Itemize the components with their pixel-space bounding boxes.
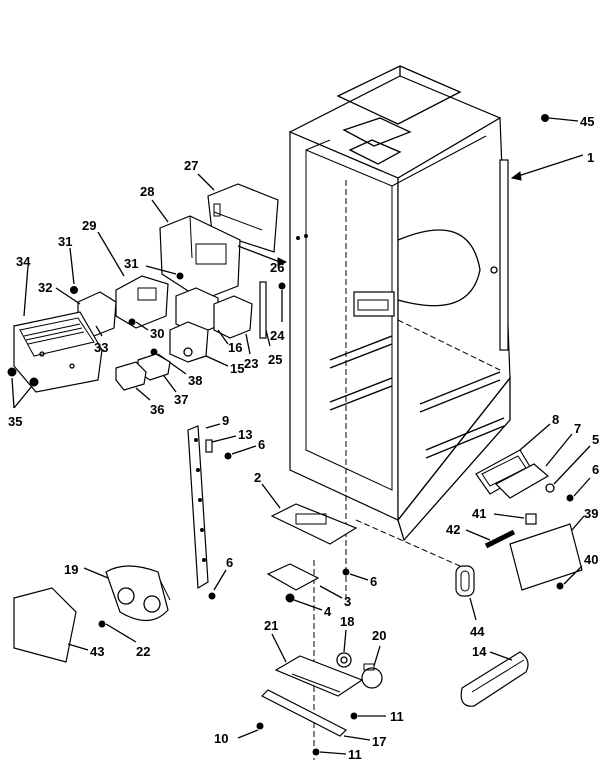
callout-34: 34 [16, 254, 31, 269]
bulb-20 [361, 663, 383, 689]
callout-36: 36 [150, 402, 164, 417]
screw-6c-icon [342, 568, 350, 576]
screw-40-icon [556, 582, 564, 590]
clip-4-icon [285, 593, 295, 603]
screw-24-icon [278, 282, 286, 290]
screw-10-icon [256, 722, 264, 730]
screw-35b-icon [29, 377, 39, 387]
callout-7: 7 [574, 421, 581, 436]
callout-6a: 6 [258, 437, 265, 452]
rod-42 [484, 529, 516, 549]
callout-5: 5 [592, 432, 599, 447]
callout-19: 19 [64, 562, 78, 577]
screw-6b-icon [566, 494, 574, 502]
screw-11a-icon [350, 712, 358, 720]
bracket-2 [270, 503, 358, 545]
part-25 [259, 281, 267, 339]
callout-29: 29 [82, 218, 96, 233]
screw-6a-icon [224, 452, 232, 460]
callout-6b: 6 [592, 462, 599, 477]
callout-35: 35 [8, 414, 22, 429]
socket-18 [336, 652, 352, 668]
callout-9: 9 [222, 413, 229, 428]
callout-11a: 11 [390, 709, 404, 724]
callout-11b: 11 [348, 747, 362, 762]
callout-28: 28 [140, 184, 154, 199]
part-41 [525, 513, 537, 525]
callout-24: 24 [270, 328, 285, 343]
bushing-5-icon [545, 483, 555, 493]
control-panel-34 [13, 311, 103, 393]
part-36 [115, 361, 147, 391]
callout-6c: 6 [370, 574, 377, 589]
callout-31a: 31 [58, 234, 72, 249]
screw-31-icon [70, 286, 78, 294]
switch-15 [169, 321, 209, 363]
rail-17 [260, 689, 348, 737]
callout-40: 40 [584, 552, 598, 567]
callout-30: 30 [150, 326, 164, 341]
cover-43 [13, 587, 77, 663]
callout-17: 17 [372, 734, 386, 749]
callout-37: 37 [174, 392, 188, 407]
screw-35a-icon [7, 367, 17, 377]
callout-32: 32 [38, 280, 52, 295]
callout-15: 15 [230, 361, 244, 376]
screw-11b-icon [312, 748, 320, 756]
callout-27: 27 [184, 158, 198, 173]
callout-23: 23 [244, 356, 258, 371]
callout-6d: 6 [226, 555, 233, 570]
callout-18: 18 [340, 614, 354, 629]
callout-42: 42 [446, 522, 460, 537]
callout-21: 21 [264, 618, 278, 633]
screw-6d-icon [208, 592, 216, 600]
screw-31b-icon [176, 272, 184, 280]
callout-10: 10 [214, 731, 228, 746]
callout-31b: 31 [124, 256, 138, 271]
callout-4: 4 [324, 604, 332, 619]
bracket-19 [105, 565, 171, 622]
cover-39 [509, 523, 583, 591]
bracket-29 [115, 275, 169, 329]
screw-22-icon [98, 620, 106, 628]
handle-14 [460, 651, 529, 707]
callout-41: 41 [472, 506, 486, 521]
callout-8: 8 [552, 412, 559, 427]
callout-22: 22 [136, 644, 150, 659]
callout-1: 1 [587, 150, 594, 165]
callout-38: 38 [188, 373, 202, 388]
cabinet-shell [288, 65, 511, 760]
callout-14: 14 [472, 644, 487, 659]
plate-3 [266, 563, 320, 591]
tray-21 [274, 655, 364, 697]
callout-43: 43 [90, 644, 104, 659]
callout-44: 44 [470, 624, 485, 639]
callout-16: 16 [228, 340, 242, 355]
callout-25: 25 [268, 352, 282, 367]
screw-45-icon [541, 114, 579, 122]
panel-7 [494, 463, 550, 499]
switch-23 [213, 295, 253, 339]
callout-45: 45 [580, 114, 594, 129]
callout-20: 20 [372, 628, 386, 643]
grommet-44 [455, 565, 475, 597]
callout-26: 26 [270, 260, 284, 275]
screw-30-icon [128, 318, 136, 326]
callout-33: 33 [94, 340, 108, 355]
callout-39: 39 [584, 506, 598, 521]
callout-13: 13 [238, 427, 252, 442]
part-13 [205, 439, 213, 453]
hinge-strip-9 [187, 425, 209, 590]
callout-2: 2 [254, 470, 261, 485]
callout-3: 3 [344, 594, 351, 609]
